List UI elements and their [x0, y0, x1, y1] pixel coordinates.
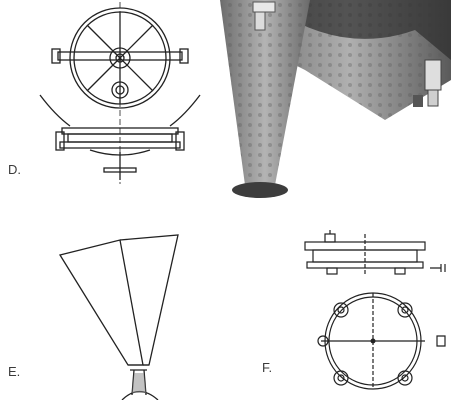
- panel-f-door-assembly: [295, 228, 451, 400]
- panel-e-cone-drawing: [50, 225, 190, 400]
- fermenter-photo: [215, 0, 451, 200]
- label-d: D.: [8, 162, 21, 177]
- door-assembly-diagram: [304, 230, 446, 390]
- label-e: E.: [8, 364, 21, 379]
- stainless-tank-photo: [220, 0, 451, 198]
- label-f: F.: [262, 360, 273, 375]
- cone-diagram: [58, 234, 179, 400]
- manway-door-diagram: [39, 2, 201, 184]
- panel-d-manway-drawing: [30, 0, 210, 185]
